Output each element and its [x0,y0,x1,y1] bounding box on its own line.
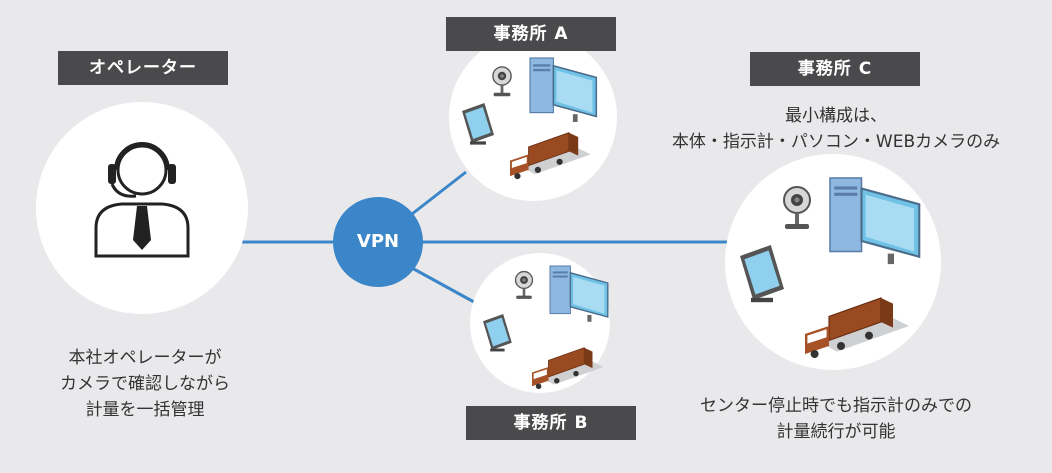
office-c-footnote-line: 計量続行が可能 [776,422,896,442]
link-vpn-office-a [411,170,467,216]
office-c-note-line: 本体・指示計・パソコン・WEBカメラのみ [671,132,1001,152]
office-c-note: 最小構成は、 本体・指示計・パソコン・WEBカメラのみ [650,103,1022,155]
vpn-hub-circle [333,197,423,287]
office-c-footnote-line: センター停止時でも指示計のみでの [700,396,972,416]
operator-description-line: 計量を一括管理 [85,400,205,420]
operator-description-line: カメラで確認しながら [60,374,230,394]
operator-description: 本社オペレーターが カメラで確認しながら 計量を一括管理 [20,345,270,423]
office-c-footnote: センター停止時でも指示計のみでの 計量続行が可能 [656,393,1016,445]
office-b-label: 事務所 B [466,406,636,440]
link-vpn-office-b [411,266,475,304]
office-a-label: 事務所 A [446,17,616,51]
vpn-label: VPN [356,231,400,252]
office-c-note-line: 最小構成は、 [785,106,887,126]
operator-label: オペレーター [58,51,228,85]
office-c-label: 事務所 C [750,52,920,86]
operator-icon [94,142,190,258]
operator-description-line: 本社オペレーターが [68,348,222,368]
